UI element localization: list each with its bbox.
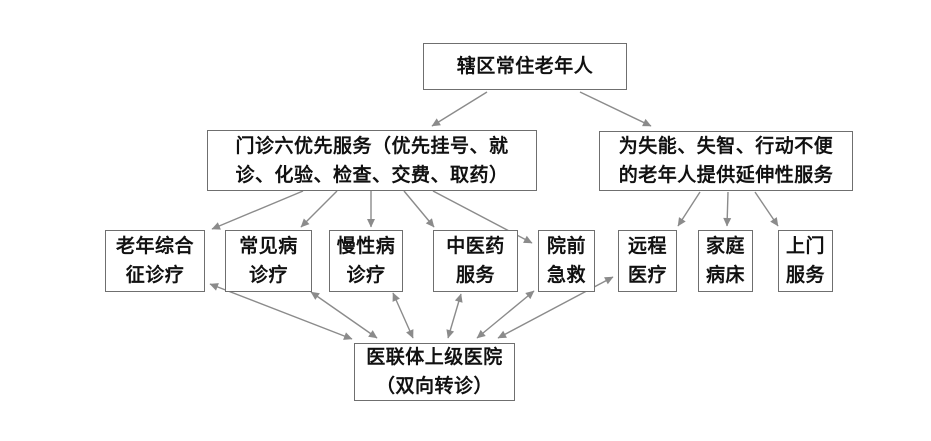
- node-tcm-services: 中医药 服务: [433, 230, 518, 292]
- edge-resident_elderly-outpatient_priority-arrow: [431, 91, 488, 127]
- node-telemedicine: 远程 医疗: [618, 230, 677, 292]
- edge-common_disease-consortium_hospital-bidirectional-arrow: [310, 291, 378, 339]
- node-outpatient-priority: 门诊六优先服务（优先挂号、就 诊、化验、检查、交费、取药）: [207, 130, 537, 191]
- edge-outpatient_priority-geriatric_syndrome-arrow: [211, 190, 304, 230]
- edge-prehospital_emergency-consortium_hospital-bidirectional-arrow: [476, 290, 535, 339]
- edge-resident_elderly-extended_services-arrow: [579, 91, 652, 127]
- node-chronic-disease: 慢性病 诊疗: [329, 230, 403, 292]
- edge-outpatient_priority-tcm_services-arrow: [403, 190, 435, 228]
- edge-chronic_disease-consortium_hospital-bidirectional-arrow: [392, 292, 414, 339]
- edge-extended_services-home_visit-arrow: [754, 191, 779, 227]
- edge-outpatient_priority-common_disease-arrow: [300, 190, 338, 228]
- node-family-sickbed: 家庭 病床: [698, 230, 753, 292]
- node-prehospital-emergency: 院前 急救: [538, 230, 595, 292]
- node-geriatric-syndrome: 老年综合 征诊疗: [105, 230, 205, 292]
- edge-tcm_services-consortium_hospital-bidirectional-arrow: [446, 293, 463, 339]
- node-extended-services: 为失能、失智、行动不便 的老年人提供延伸性服务: [599, 131, 853, 191]
- edge-extended_services-telemedicine-arrow: [677, 191, 701, 227]
- edge-geriatric_syndrome-consortium_hospital-bidirectional-arrow: [209, 283, 353, 340]
- edge-extended_services-family_sickbed-arrow: [723, 191, 732, 227]
- node-consortium-hospital: 医联体上级医院 （双向转诊）: [354, 343, 515, 401]
- node-resident-elderly: 辖区常住老年人: [423, 43, 627, 90]
- node-home-visit: 上门 服务: [778, 230, 833, 292]
- node-common-disease: 常见病 诊疗: [225, 230, 312, 292]
